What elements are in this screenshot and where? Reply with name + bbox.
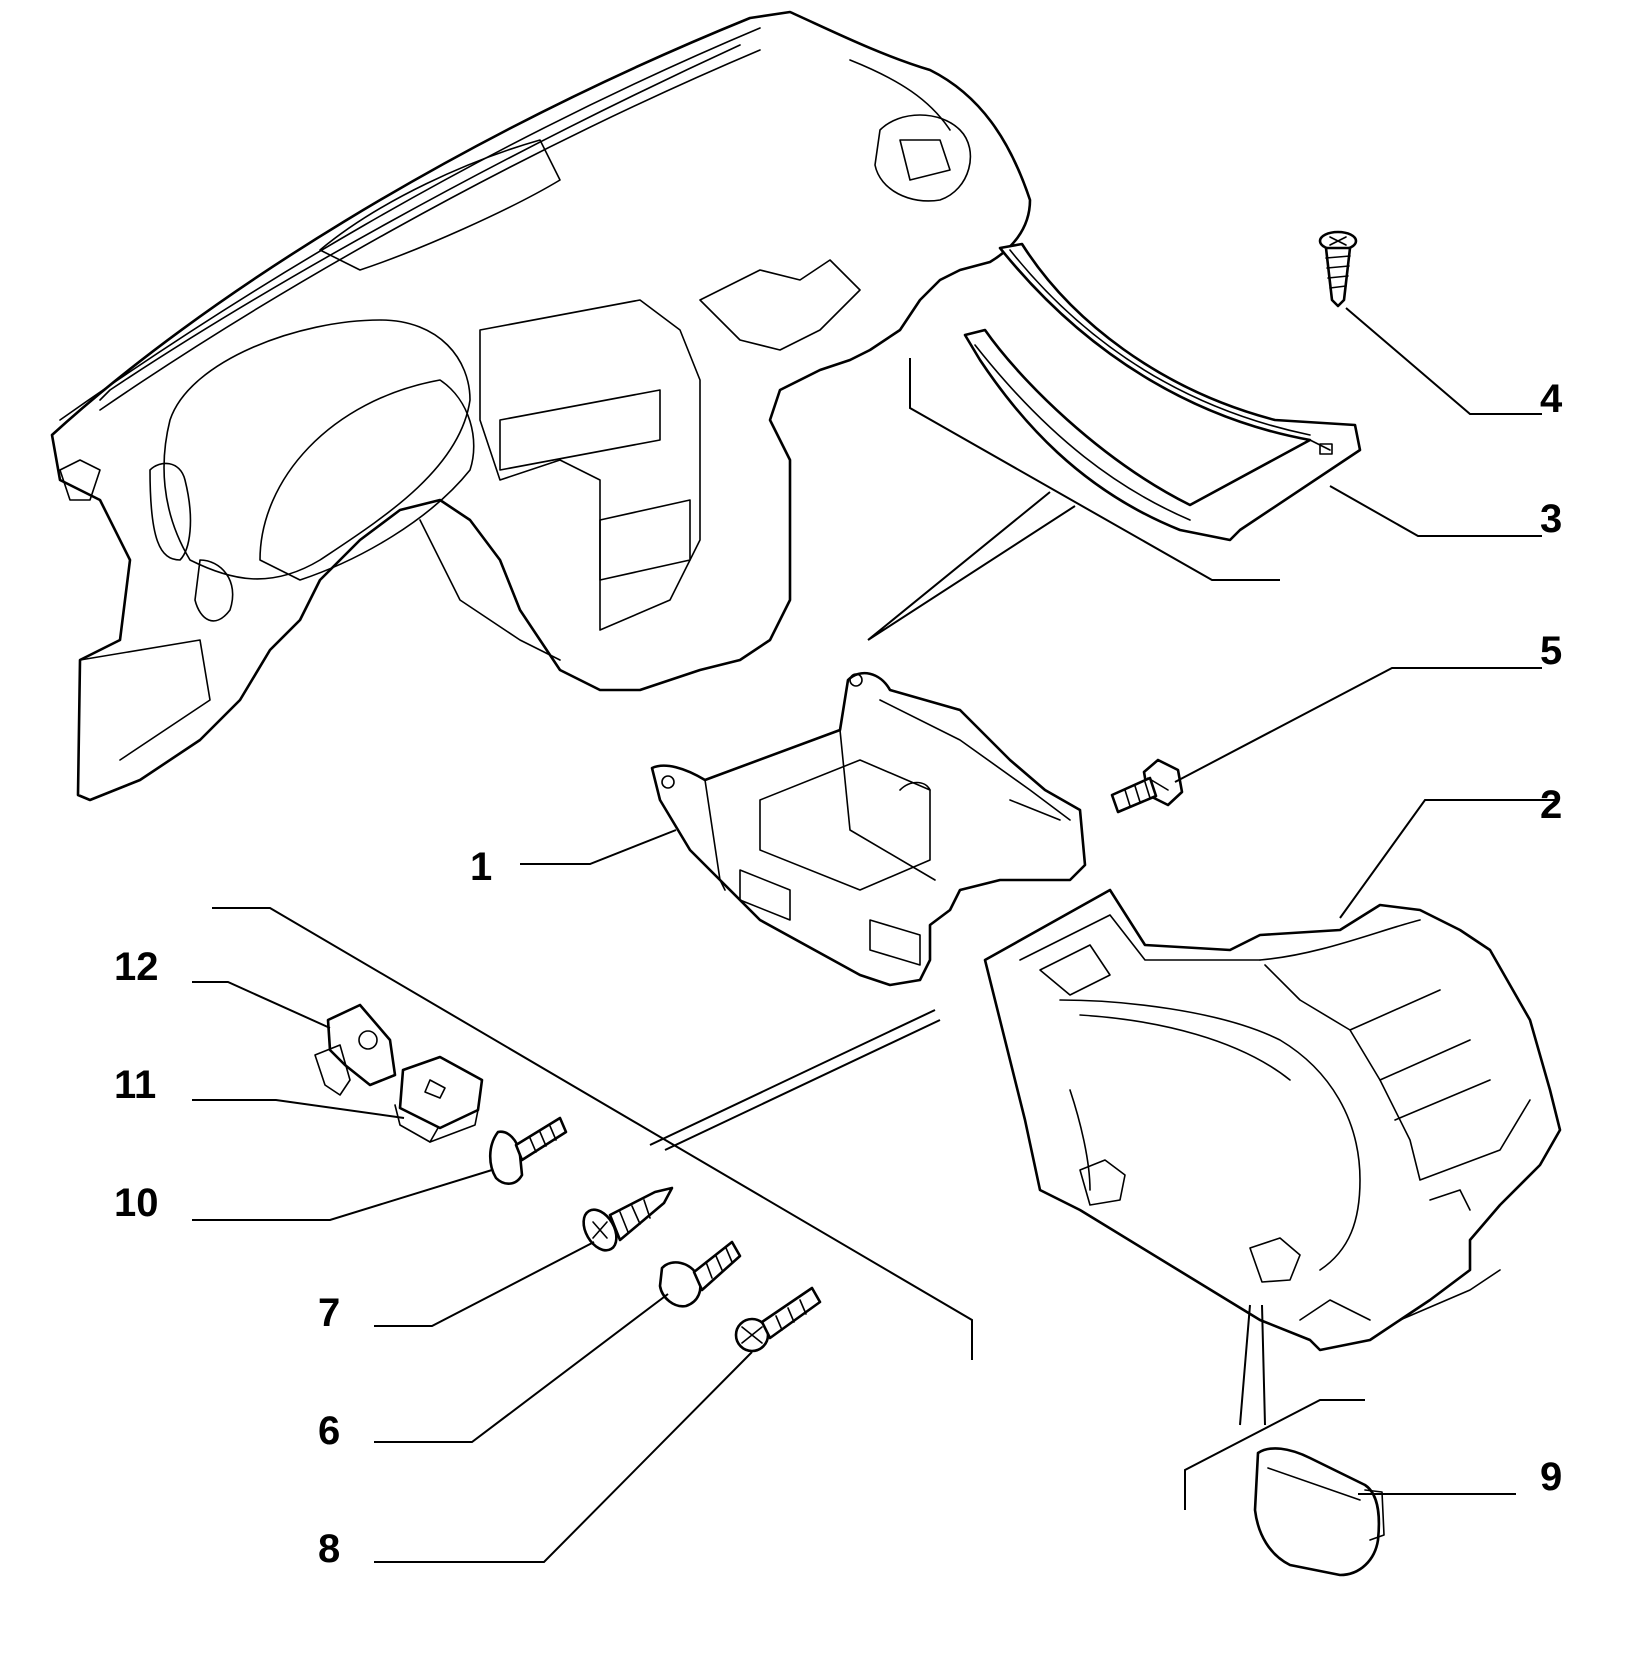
callout-5: 5 (1540, 629, 1562, 673)
callout-4: 4 (1540, 377, 1563, 421)
part-10-stud-bolt (488, 1116, 568, 1185)
callout-9: 9 (1540, 1455, 1562, 1499)
callout-2: 2 (1540, 783, 1562, 827)
part-9-cap (1253, 1447, 1385, 1577)
callout-7: 7 (318, 1291, 340, 1335)
part-4-screw (1318, 230, 1358, 308)
part-2-console (983, 888, 1562, 1352)
leader-lines (192, 307, 1556, 1563)
part-8-bolt (734, 1286, 822, 1353)
callout-12: 12 (114, 945, 159, 989)
callout-labels: 1 2 3 4 5 6 7 8 9 10 11 12 (114, 377, 1563, 1571)
callout-3: 3 (1540, 497, 1562, 541)
callout-6: 6 (318, 1409, 340, 1453)
part-3-trim-strip (963, 242, 1362, 542)
part-11-clip-nut (394, 1055, 484, 1143)
dashboard-assembly (50, 10, 1032, 802)
part-12-clip (314, 1003, 397, 1096)
callout-1: 1 (470, 845, 492, 889)
callout-11: 11 (114, 1063, 156, 1107)
part-6-shoulder-bolt (658, 1240, 742, 1308)
part-5-hex-bolt (1110, 758, 1184, 814)
callout-10: 10 (114, 1181, 159, 1225)
callout-8: 8 (318, 1527, 340, 1571)
part-1-bracket (650, 671, 1087, 987)
part-7-screw (582, 1186, 674, 1252)
